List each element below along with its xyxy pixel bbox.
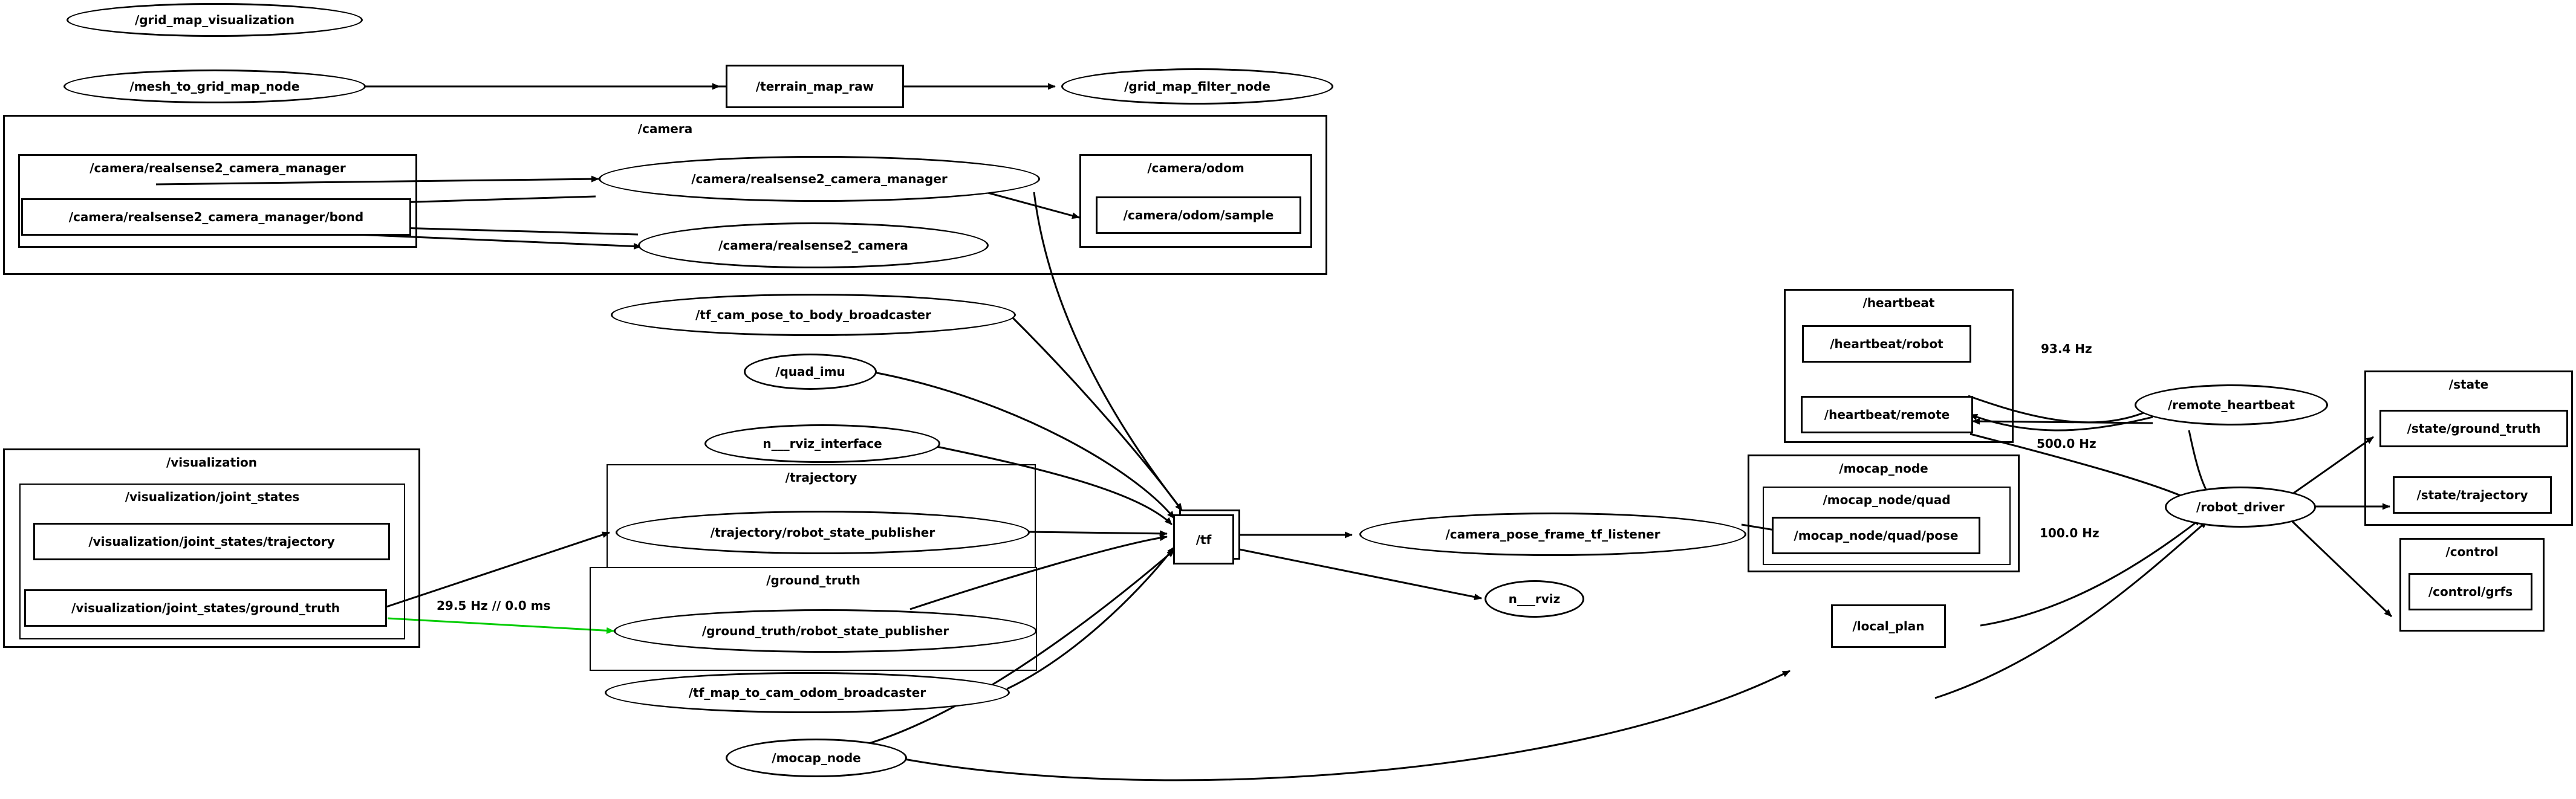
node-camera-pose-frame-tf-listener[interactable]: /camera_pose_frame_tf_listener <box>1359 513 1746 556</box>
edge-label-text: 93.4 Hz <box>2041 341 2092 356</box>
node-label: /remote_heartbeat <box>2167 398 2295 412</box>
topic-label: /camera/odom/sample <box>1123 208 1274 222</box>
topic-state-trajectory[interactable]: /state/trajectory <box>2393 476 2552 514</box>
edge-gtrsp-to-tf <box>909 534 1168 610</box>
topic-camera-realsense2-camera-manager-bond[interactable]: /camera/realsense2_camera_manager/bond <box>21 198 411 236</box>
edge-trajrsp-to-tf <box>1027 530 1168 537</box>
edge-jsgt-to-gtrsp <box>387 617 614 634</box>
node-label: /robot_driver <box>2196 500 2285 514</box>
topic-label: /local_plan <box>1852 619 1925 633</box>
topic-heartbeat-remote[interactable]: /heartbeat/remote <box>1801 396 1973 433</box>
cluster-mocap-node-label: /mocap_node <box>1839 461 1928 476</box>
edge-localplan-to-robotdriver <box>1934 520 2208 699</box>
node-label: /ground_truth/robot_state_publisher <box>701 624 949 638</box>
edge-jsttraj-to-rsp <box>382 531 610 609</box>
node-rviz[interactable]: n___rviz <box>1485 580 1584 618</box>
node-camera-realsense2-camera-manager[interactable]: /camera/realsense2_camera_manager <box>599 156 1040 202</box>
node-label: /camera_pose_frame_tf_listener <box>1445 527 1660 542</box>
node-label: /grid_map_filter_node <box>1124 79 1270 94</box>
cluster-camera-label: /camera <box>637 121 693 136</box>
node-ground-truth-robot-state-publisher[interactable]: /ground_truth/robot_state_publisher <box>614 609 1037 653</box>
node-grid-map-filter-node[interactable]: /grid_map_filter_node <box>1061 68 1333 105</box>
edge-robotdriver-to-controlgrfs <box>2291 520 2393 618</box>
edge-mocap-to-tf <box>858 549 1175 748</box>
topic-label: /heartbeat/robot <box>1830 337 1943 351</box>
node-quad-imu[interactable]: /quad_imu <box>744 354 877 390</box>
cluster-camera-manager-label: /camera/realsense2_camera_manager <box>89 161 346 175</box>
topic-tf-face: /tf <box>1173 514 1234 564</box>
node-label: /trajectory/robot_state_publisher <box>710 525 935 540</box>
edge-bond-to-manager <box>155 175 599 186</box>
node-grid-map-visualization[interactable]: /grid_map_visualization <box>67 3 363 37</box>
node-remote-heartbeat[interactable]: /remote_heartbeat <box>2135 384 2328 425</box>
node-label: /tf_map_to_cam_odom_broadcaster <box>688 685 926 700</box>
cluster-mocap-node-quad-label: /mocap_node/quad <box>1823 493 1951 507</box>
cluster-control-label: /control <box>2445 545 2499 559</box>
node-mocap-node-standalone[interactable]: /mocap_node <box>726 739 907 777</box>
topic-mocap-node-quad-pose[interactable]: /mocap_node/quad/pose <box>1772 517 1980 554</box>
topic-label: /terrain_map_raw <box>755 79 874 94</box>
node-label: /camera/realsense2_camera_manager <box>691 172 948 186</box>
edge-tf-to-nrviz <box>1212 543 1482 601</box>
topic-label: /tf <box>1195 532 1212 547</box>
topic-label: /state/trajectory <box>2416 488 2528 502</box>
cluster-trajectory-label: /trajectory <box>785 470 857 485</box>
edge-rvizinterface-to-tf <box>925 443 1173 526</box>
node-label: /quad_imu <box>775 364 845 379</box>
topic-label: /visualization/joint_states/ground_truth <box>71 601 340 615</box>
edge-label-heartbeat-remote-rate: 500.0 Hz <box>2037 436 2096 451</box>
edge-remotehb-to-robotdriver <box>2188 430 2211 497</box>
node-mesh-to-grid-map-node[interactable]: /mesh_to_grid_map_node <box>63 70 366 103</box>
cluster-heartbeat-label: /heartbeat <box>1862 296 1935 310</box>
edge-robotdriver-to-stategt <box>2291 436 2374 496</box>
edge-mocapnode-to-quadpose <box>900 670 1791 781</box>
node-label: n___rviz <box>1508 592 1561 606</box>
topic-label: /heartbeat/remote <box>1824 407 1950 422</box>
edge-tfcampose-to-tf <box>1009 314 1183 511</box>
topic-terrain-map-raw[interactable]: /terrain_map_raw <box>726 65 904 108</box>
node-tf-map-to-cam-odom-broadcaster[interactable]: /tf_map_to_cam_odom_broadcaster <box>605 672 1010 713</box>
topic-camera-odom-sample[interactable]: /camera/odom/sample <box>1096 196 1301 234</box>
edge-quadpose-to-robotdriver <box>1980 517 2202 627</box>
node-label: /mocap_node <box>772 751 861 765</box>
topic-label: /control/grfs <box>2428 584 2513 599</box>
topic-label: /mocap_node/quad/pose <box>1794 528 1959 543</box>
cluster-state-label: /state <box>2448 377 2489 392</box>
cluster-ground-truth-label: /ground_truth <box>766 573 860 587</box>
cluster-visualization-joint-states-label: /visualization/joint_states <box>125 490 300 504</box>
topic-label: /visualization/joint_states/trajectory <box>88 534 335 549</box>
topic-visualization-joint-states-trajectory[interactable]: /visualization/joint_states/trajectory <box>33 523 390 560</box>
topic-heartbeat-robot[interactable]: /heartbeat/robot <box>1802 325 1971 363</box>
edge-label-heartbeat-robot-rate: 93.4 Hz <box>2041 341 2092 356</box>
node-label: /camera/realsense2_camera <box>718 238 908 253</box>
edge-label-mocap-quad-pose-rate: 100.0 Hz <box>2040 526 2100 540</box>
edge-tfmap-to-tf <box>1006 546 1176 690</box>
topic-label: /state/ground_truth <box>2407 421 2541 436</box>
topic-tf[interactable]: /tf <box>1173 509 1240 564</box>
topic-label: /camera/realsense2_camera_manager/bond <box>68 210 364 224</box>
edge-label-joint-states-ground-truth-rate: 29.5 Hz // 0.0 ms <box>437 598 550 613</box>
edge-quadimu-to-tf <box>870 370 1176 519</box>
node-label: /tf_cam_pose_to_body_broadcaster <box>695 308 931 322</box>
topic-local-plan[interactable]: /local_plan <box>1831 604 1946 648</box>
node-tf-cam-pose-to-body-broadcaster[interactable]: /tf_cam_pose_to_body_broadcaster <box>611 294 1016 336</box>
edge-label-text: 29.5 Hz // 0.0 ms <box>437 598 551 613</box>
edge-manager-to-odom-sample <box>985 191 1080 219</box>
edge-remotehb-to-hbremote <box>1972 418 2153 425</box>
node-robot-driver[interactable]: /robot_driver <box>2165 487 2316 528</box>
cluster-visualization-label: /visualization <box>166 455 258 470</box>
topic-control-grfs[interactable]: /control/grfs <box>2408 573 2532 610</box>
edge-label-text: 100.0 Hz <box>2040 526 2100 540</box>
node-camera-realsense2-camera[interactable]: /camera/realsense2_camera <box>638 222 989 268</box>
topic-state-ground-truth[interactable]: /state/ground_truth <box>2379 410 2568 447</box>
edge-label-text: 500.0 Hz <box>2037 436 2096 451</box>
topic-visualization-joint-states-ground-truth[interactable]: /visualization/joint_states/ground_truth <box>24 589 387 627</box>
node-rviz-interface[interactable]: n___rviz_interface <box>704 424 940 463</box>
cluster-camera-odom-label: /camera/odom <box>1147 161 1244 175</box>
node-label: /grid_map_visualization <box>134 13 295 27</box>
node-label: n___rviz_interface <box>763 436 882 451</box>
node-trajectory-robot-state-publisher[interactable]: /trajectory/robot_state_publisher <box>616 511 1030 554</box>
node-label: /mesh_to_grid_map_node <box>129 79 300 94</box>
